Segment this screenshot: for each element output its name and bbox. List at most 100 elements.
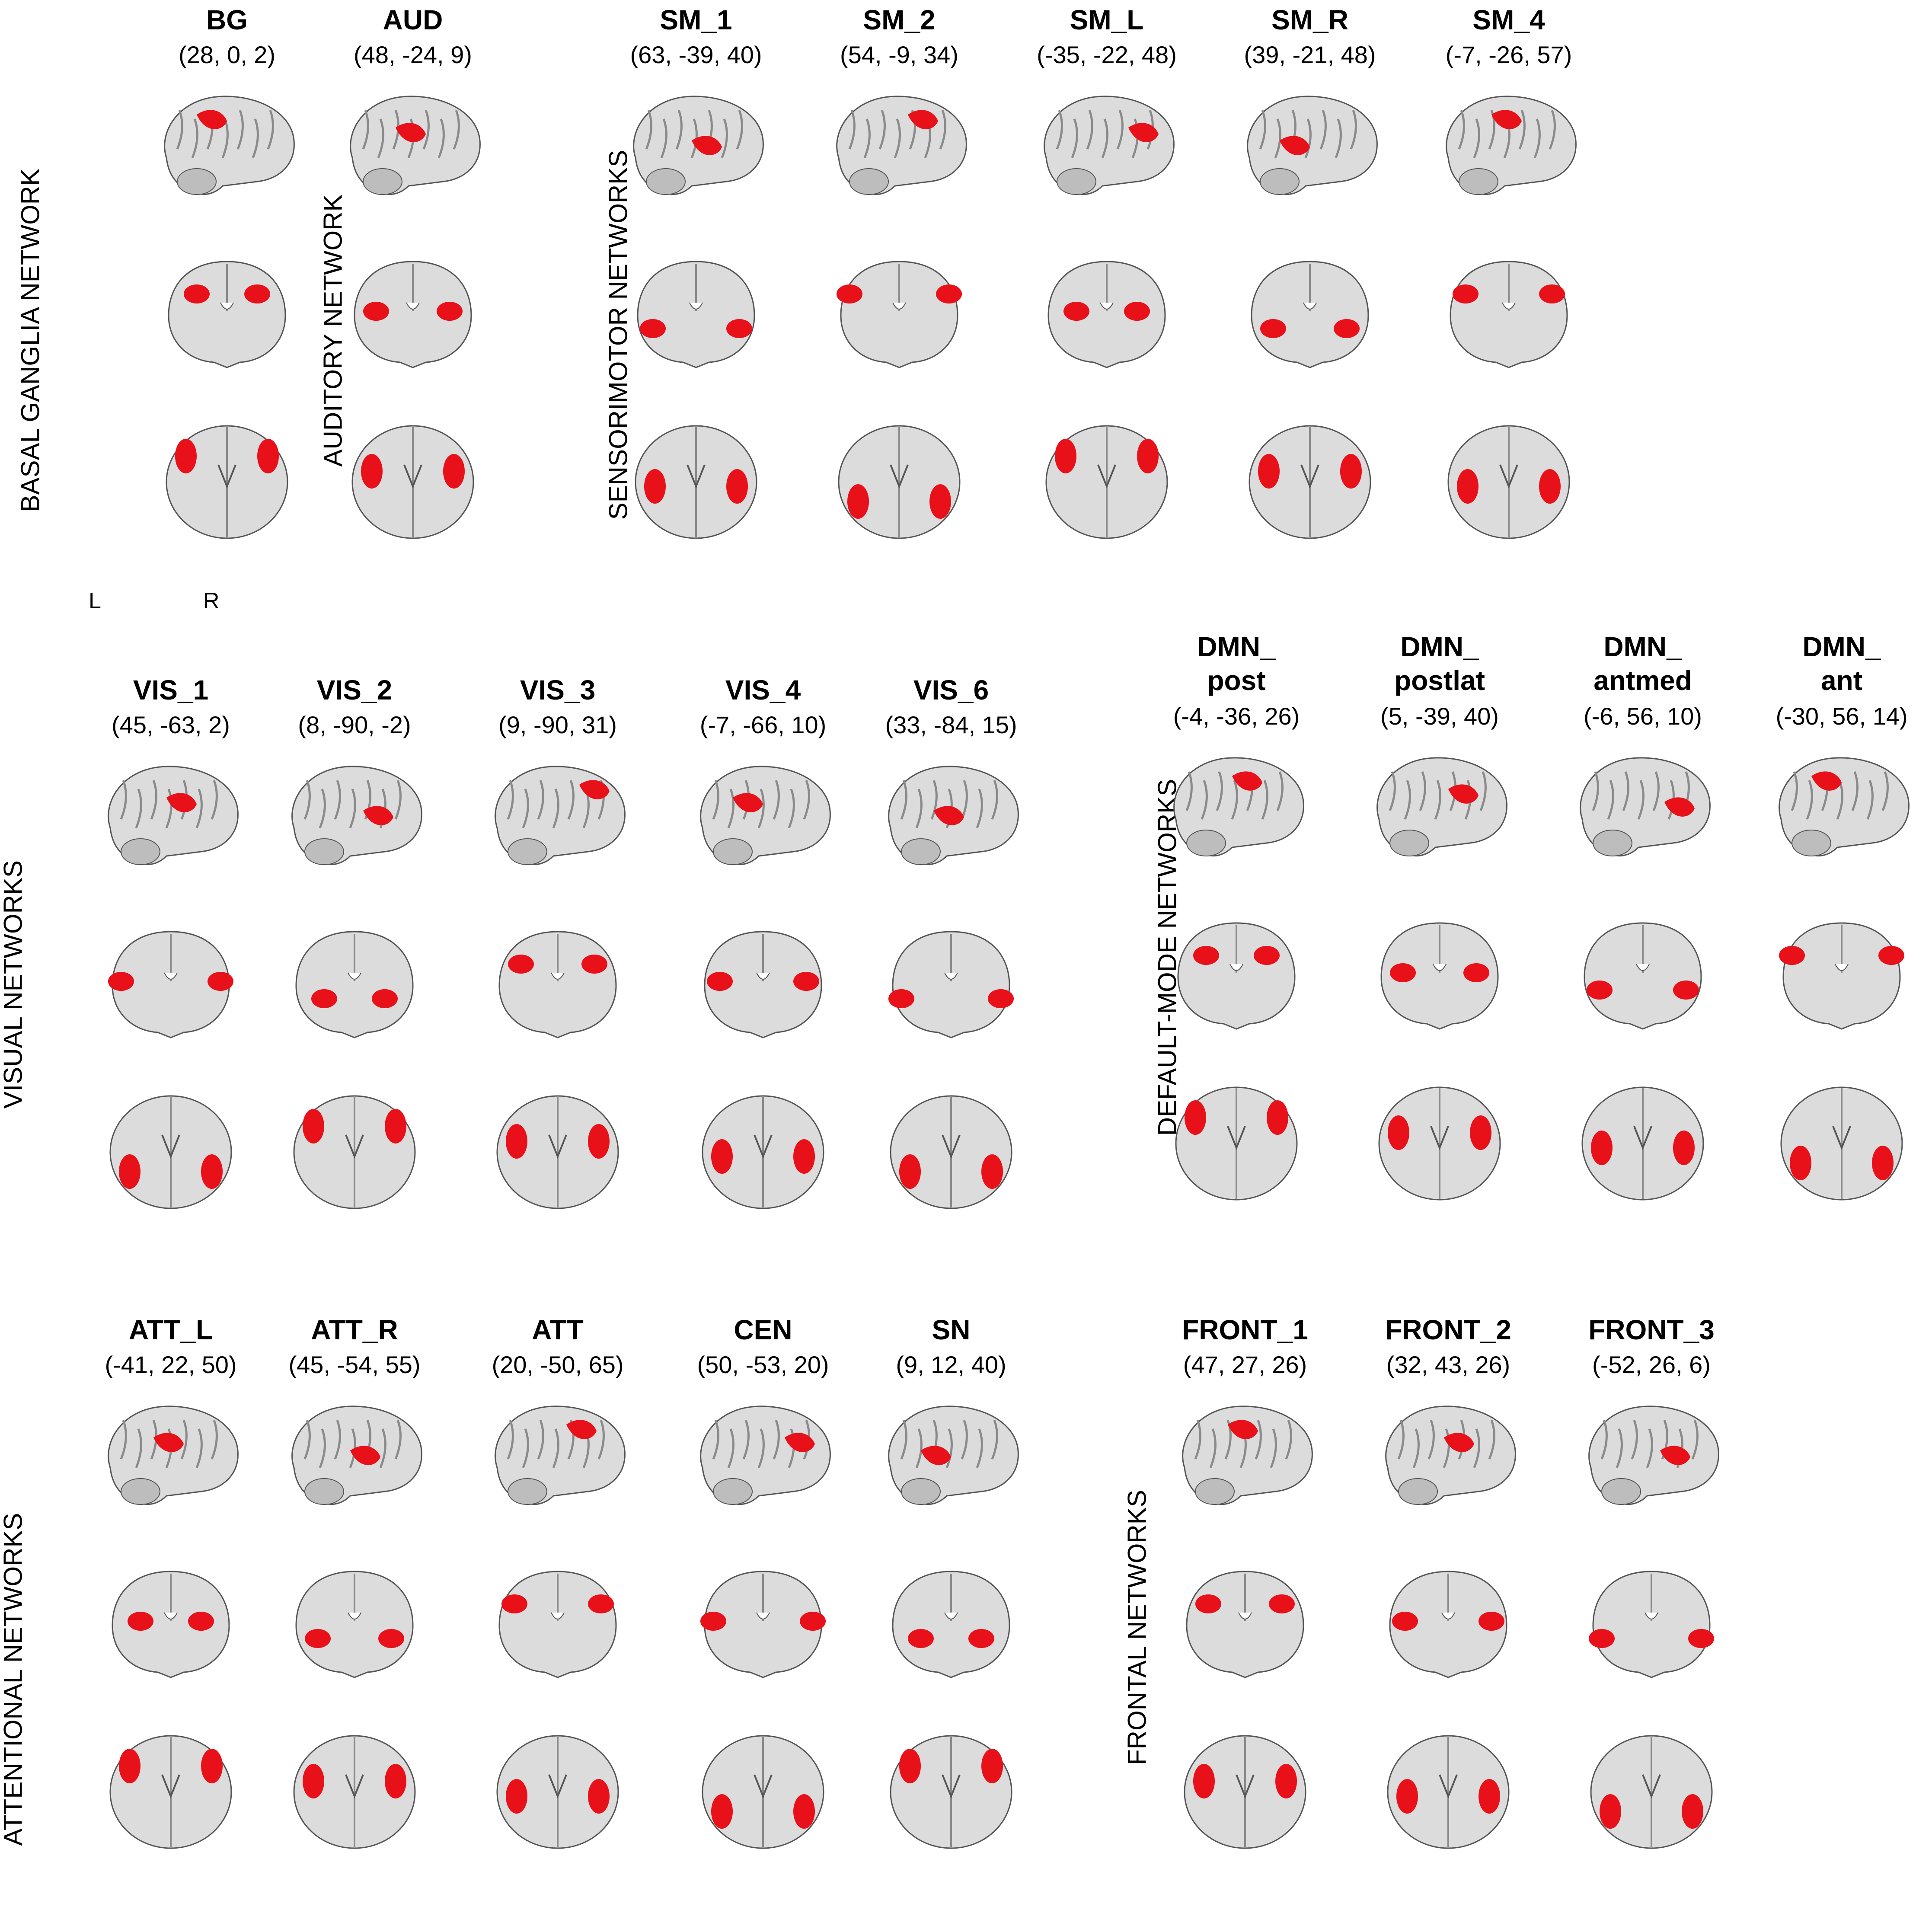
activation-blob-right (988, 989, 1014, 1008)
network-title: FRONT_3 (1588, 1314, 1715, 1345)
lateral-ventricles (1236, 1774, 1255, 1799)
brain-axial-view (293, 1735, 416, 1849)
activation-blob-right (936, 284, 962, 303)
brain-sagittal-view (1247, 96, 1378, 195)
sulcus-line (1194, 1420, 1201, 1460)
activation-blob-right (1137, 439, 1159, 473)
brain-coronal-view (168, 261, 286, 368)
sulcus-line (537, 780, 544, 820)
sulcus-line (537, 1420, 544, 1460)
ventricle (220, 302, 234, 310)
sulcus-line (1549, 110, 1556, 150)
sulcus-line (1216, 771, 1223, 811)
brain-coronal-view (1186, 1571, 1304, 1678)
network-coordinates: (8, -90, -2) (298, 711, 411, 738)
activation-blob-left (899, 1749, 921, 1783)
activation-blob-left (1600, 1794, 1621, 1829)
cerebellum (121, 1478, 160, 1505)
activation-blob (363, 806, 393, 825)
brain-axial-view (838, 425, 961, 539)
activation-blob-left (1388, 1115, 1409, 1150)
brain-sagittal-view (108, 766, 239, 866)
sulcus-line (267, 110, 274, 150)
cerebellum (1459, 168, 1498, 195)
activation-blob-left (1055, 439, 1076, 473)
activation-blob-right (1878, 946, 1904, 965)
sulcus-line (900, 1420, 907, 1460)
activation-blob-left (1193, 1764, 1215, 1798)
activation-blob-right (1340, 454, 1362, 489)
cerebellum (1057, 168, 1096, 195)
activation-blob-left (1185, 1100, 1206, 1135)
activation-blob (1664, 797, 1695, 817)
activation-blob-left (1195, 1594, 1221, 1613)
network-title-line2: post (1207, 665, 1266, 696)
lateral-ventricles (1499, 464, 1518, 489)
brain-sagittal-view (1044, 96, 1175, 195)
activation-blob-right (588, 1594, 614, 1613)
activation-blob-right (385, 1764, 406, 1798)
activation-blob-left (644, 469, 666, 504)
ventricle (1645, 1612, 1658, 1619)
activation-blob-left (119, 1749, 141, 1783)
sulcus-line (930, 780, 938, 820)
sulcus-line (788, 789, 795, 828)
activation-blob-left (506, 1779, 527, 1814)
activation-blob (1444, 1433, 1474, 1452)
sulcus-line (1201, 780, 1208, 820)
activation-blob-left (837, 284, 862, 303)
network-title-line1: DMN_ (1197, 631, 1276, 662)
activation-blob (566, 1420, 597, 1439)
group-label-visual: VISUAL NETWORKS (0, 860, 28, 1109)
brain-sagittal-view (836, 96, 967, 195)
lateral-ventricles (890, 464, 909, 489)
cerebellum (304, 1478, 344, 1505)
sulcus-line (690, 118, 698, 158)
sulcus-line (1404, 780, 1411, 820)
activation-blob-left (640, 319, 666, 338)
brain-coronal-view (1589, 1571, 1714, 1678)
lateral-ventricles (942, 1774, 961, 1799)
sulcus-line (894, 118, 901, 158)
sulcus-line (1071, 118, 1078, 158)
brain-axial-view (1581, 1086, 1704, 1201)
sulcus-line (961, 1420, 968, 1460)
sulcus-line (195, 1428, 203, 1468)
activation-blob-left (711, 1794, 733, 1829)
sulcus-line (757, 789, 765, 828)
activation-blob-right (1479, 1779, 1500, 1814)
activation-blob-left (1193, 946, 1219, 965)
activation-blob-right (244, 284, 270, 303)
sulcus-line (507, 780, 514, 820)
brain-sagittal-view (1446, 96, 1577, 195)
network-coordinates: (-52, 26, 6) (1592, 1351, 1711, 1378)
ventricle (1433, 964, 1447, 971)
brain-sagittal-view (1182, 1405, 1313, 1505)
ventricle (164, 1612, 178, 1619)
brain-axial-view (1780, 1086, 1903, 1201)
cerebellum (1195, 1478, 1235, 1505)
ventricle (1636, 964, 1650, 971)
activation-blob-left (1790, 1146, 1811, 1180)
activation-blob-left (1589, 1629, 1615, 1648)
lateral-ventricles (161, 1134, 180, 1159)
network-title: SN (932, 1314, 971, 1345)
brain-axial-view (496, 1095, 619, 1209)
activation-blob-left (711, 1139, 733, 1174)
sulcus-line (1473, 1428, 1480, 1468)
brain-sagittal-view (495, 1405, 626, 1505)
brain-sagittal-view (1588, 1405, 1719, 1505)
sulcus-line (736, 110, 743, 150)
ventricle (756, 1612, 770, 1619)
sulcus-line (437, 118, 445, 158)
brain-coronal-view (837, 261, 962, 368)
brain-coronal-outline (892, 931, 1010, 1038)
sulcus-line (721, 118, 728, 158)
network-title: SM_1 (660, 4, 732, 35)
sulcus-line (1086, 110, 1093, 150)
brain-sagittal-view (633, 96, 764, 195)
lateral-ventricles (1097, 464, 1116, 489)
brain-coronal-view (637, 261, 755, 368)
network-title: CEN (734, 1314, 792, 1345)
sulcus-line (976, 1428, 983, 1468)
